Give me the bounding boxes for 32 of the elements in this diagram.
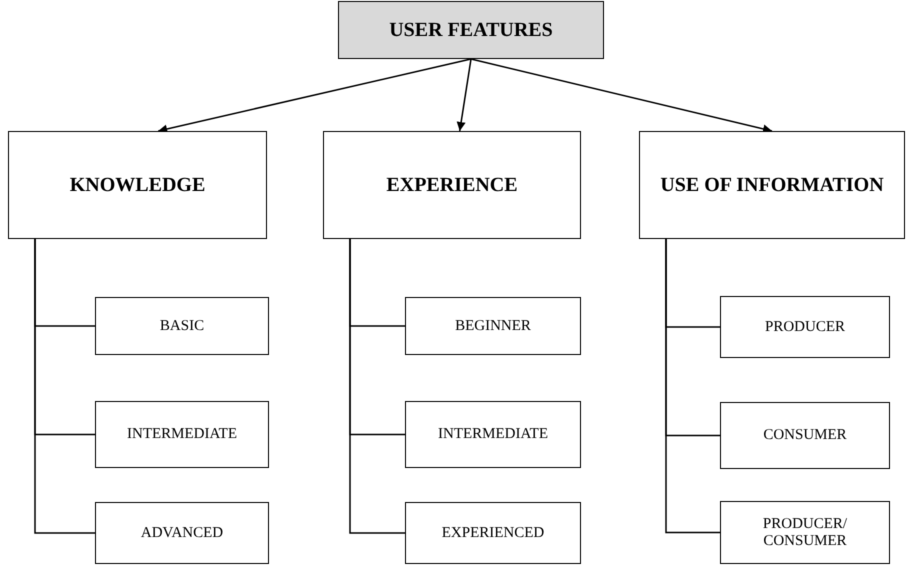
node-label: PRODUCER xyxy=(764,318,846,336)
category-box xyxy=(639,131,905,239)
item-box xyxy=(720,402,890,469)
node-label: CONSUMER xyxy=(762,427,848,444)
node-label: EXPERIENCE xyxy=(385,174,519,196)
connector-line xyxy=(34,239,95,534)
node-label: BEGINNER xyxy=(454,318,532,334)
category-box xyxy=(323,131,581,239)
item-box xyxy=(405,502,581,564)
node-label: BASIC xyxy=(158,318,206,334)
node-label: EXPERIENCED xyxy=(440,524,546,542)
node-label: ADVANCED xyxy=(140,524,224,542)
connector-line xyxy=(665,239,720,534)
item-box xyxy=(720,296,890,358)
item-box xyxy=(95,502,269,564)
item-box xyxy=(405,401,581,468)
node-label: KNOWLEDGE xyxy=(68,174,206,196)
item-box xyxy=(95,401,269,468)
connector-line xyxy=(349,239,405,534)
arrow xyxy=(470,58,772,134)
arrow xyxy=(456,58,472,132)
node-label: USER FEATURES xyxy=(388,18,554,42)
node-label: INTERMEDIATE xyxy=(126,426,238,443)
node-label: PRODUCER/ CONSUMER xyxy=(762,516,848,550)
item-box xyxy=(95,297,269,355)
item-box xyxy=(405,297,581,355)
item-box xyxy=(720,501,890,564)
node-label: USE OF INFORMATION xyxy=(659,174,885,196)
node-label: INTERMEDIATE xyxy=(437,426,549,443)
arrow xyxy=(158,58,472,134)
category-box xyxy=(8,131,267,239)
category-box xyxy=(338,1,604,59)
